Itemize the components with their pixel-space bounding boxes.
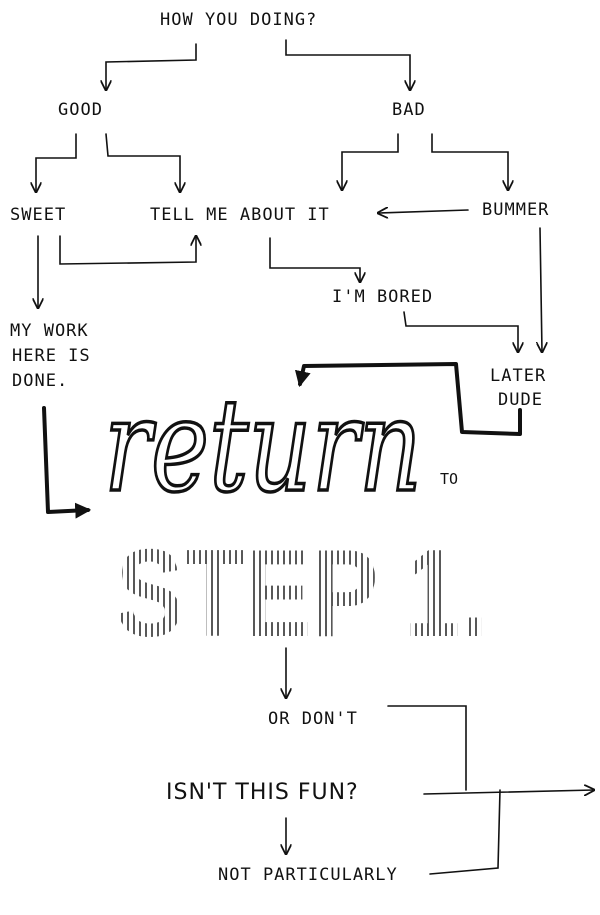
to-label: TO [440,470,458,488]
connector-lines [36,39,594,875]
arrow-bad-to-tell [342,133,399,190]
node-later-dude-line1: LATER [490,366,547,386]
arrow-tell-to-bored [269,237,360,282]
step-1-word: STEP 1. [116,525,488,663]
bold-arrows [42,362,522,519]
node-tell-me-about-it: TELL ME ABOUT IT [150,205,330,225]
node-how-you-doing: HOW YOU DOING? [160,10,318,30]
arrow-bored-to-later [403,311,518,352]
line-notpart-bracket [429,789,501,875]
arrow-sweet-to-tell [59,236,196,265]
node-sweet: SWEET [10,205,67,225]
arrow-bummer-to-tell [378,210,469,213]
node-im-bored: I'M BORED [332,287,434,307]
node-isnt-this-fun: ISN'T THIS FUN? [166,780,359,805]
arrow-later-to-return [294,362,522,436]
arrow-fun-right [423,790,594,794]
node-not-particularly: NOT PARTICULARLY [218,865,398,885]
arrow-bummer-to-later [540,227,542,352]
node-my-work-line2: HERE IS [12,346,91,366]
node-good: GOOD [58,100,103,120]
node-bad: BAD [392,100,426,120]
arrow-good-to-tell [105,133,180,192]
arrow-bad-to-bummer [431,133,508,190]
node-or-dont: OR DON'T [268,709,358,729]
arrow-how-to-bad [285,39,410,90]
node-bummer: BUMMER [482,200,550,220]
line-ordont-bracket [387,705,467,791]
arrow-good-to-sweet [36,133,77,192]
arrow-mywork-to-return [42,406,92,519]
return-word: return [104,372,422,521]
node-later-dude-line2: DUDE [498,390,543,410]
node-my-work-line3: DONE. [12,371,69,391]
node-my-work-line1: MY WORK [10,321,89,341]
arrow-how-to-good [106,43,197,90]
